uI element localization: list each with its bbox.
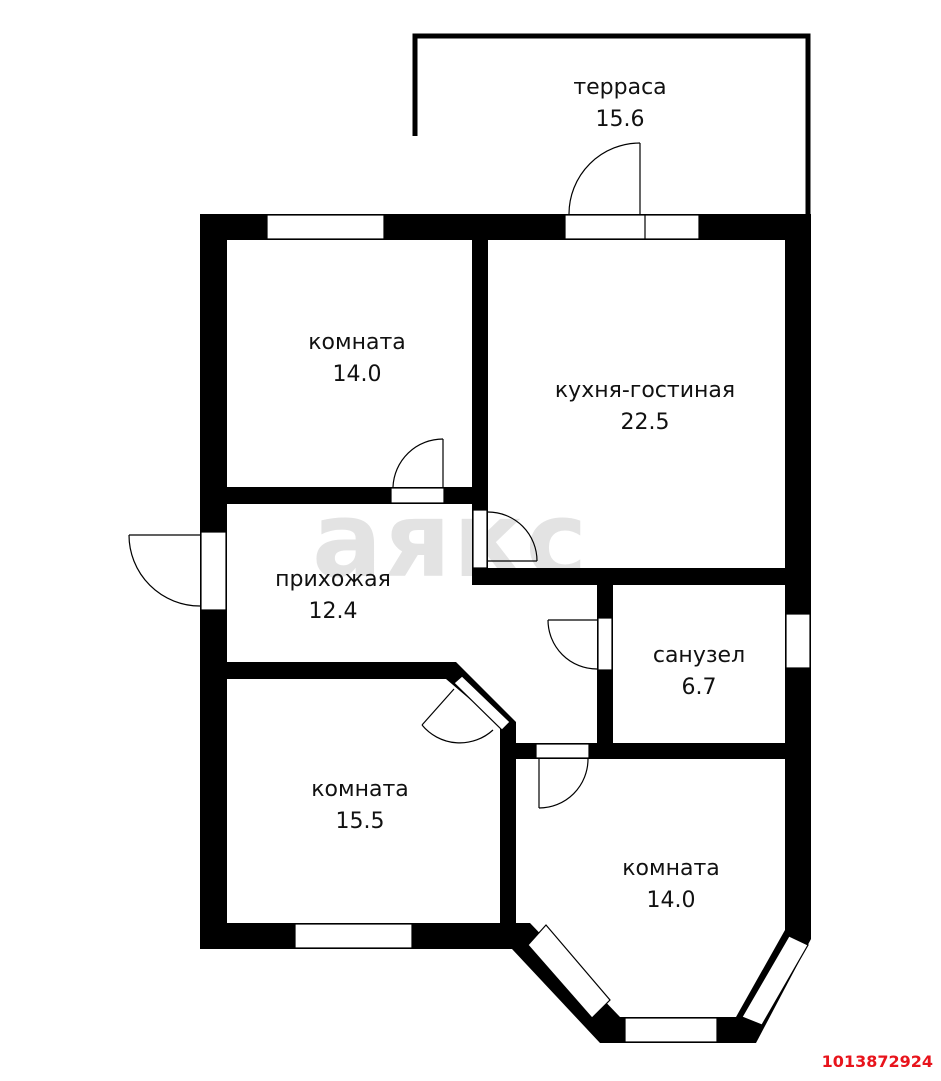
room-area: 15.6 bbox=[595, 107, 645, 132]
door-opening-room2 bbox=[453, 675, 511, 731]
room-label-room-1: комната 14.0 bbox=[308, 327, 406, 391]
room-area: 22.5 bbox=[620, 410, 670, 435]
room-label-bathroom: санузел 6.7 bbox=[653, 640, 745, 704]
room-name: терраса bbox=[573, 75, 667, 100]
window-bay-right bbox=[741, 935, 809, 1026]
room-area: 15.5 bbox=[335, 809, 385, 834]
room-name: комната bbox=[622, 856, 720, 881]
door-openings bbox=[200, 487, 613, 759]
door-opening-entrance bbox=[200, 531, 227, 611]
room-label-kitchen-living: кухня-гостиная 22.5 bbox=[555, 375, 735, 439]
window-kitchen-top bbox=[564, 214, 700, 240]
room-label-terrace: терраса 15.6 bbox=[573, 72, 666, 136]
room-area: 14.0 bbox=[646, 888, 696, 913]
room-label-hallway: прихожая 12.4 bbox=[275, 564, 391, 628]
room-label-room-2: комната 15.5 bbox=[311, 774, 409, 838]
room-name: прихожая bbox=[275, 567, 391, 592]
door-opening-room1 bbox=[390, 487, 445, 504]
room-name: санузел bbox=[652, 643, 746, 668]
window-bay-left bbox=[527, 924, 611, 1019]
room-label-room-3: комната 14.0 bbox=[622, 853, 720, 917]
door-opening-room3 bbox=[535, 743, 590, 759]
room-area: 14.0 bbox=[332, 362, 382, 387]
door-swings bbox=[128, 142, 641, 809]
room-area: 6.7 bbox=[681, 675, 717, 700]
window-room2-bottom bbox=[294, 923, 413, 949]
windows bbox=[266, 214, 811, 1043]
room-area: 12.4 bbox=[308, 599, 358, 624]
listing-id: 1013872924 bbox=[821, 1052, 933, 1071]
room-name: комната bbox=[311, 777, 409, 802]
door-opening-bathroom bbox=[597, 617, 613, 671]
window-bathroom-right bbox=[785, 613, 811, 669]
window-bay-bottom bbox=[624, 1017, 718, 1043]
terrace-outline bbox=[412, 33, 811, 214]
room-name: кухня-гостиная bbox=[554, 378, 736, 403]
window-room1-top bbox=[266, 214, 385, 240]
room-name: комната bbox=[308, 330, 406, 355]
door-opening-kitchen bbox=[472, 509, 488, 569]
